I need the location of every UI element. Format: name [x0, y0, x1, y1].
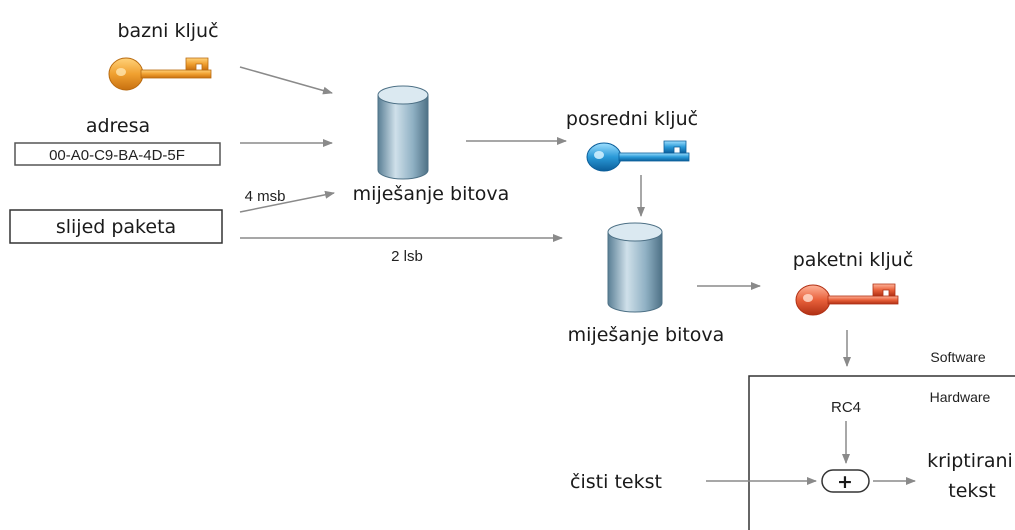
packet-sequence-label: slijed paketa: [56, 216, 176, 238]
xor-operator: [821, 469, 870, 493]
rc4-label: RC4: [831, 399, 861, 416]
packet-sequence-box: [9, 209, 223, 244]
hardware-boundary: [748, 375, 1015, 530]
lsb-label: 2 lsb: [391, 248, 423, 265]
mac-address-value: 00-A0-C9-BA-4D-5F: [49, 147, 185, 164]
hardware-label: Hardware: [930, 389, 991, 405]
packet-key-icon: [795, 283, 899, 316]
mixer-2-cylinder-icon: [607, 222, 663, 313]
intermediate-key-icon: [586, 140, 690, 172]
mixer-2-label: miješanje bitova: [568, 324, 725, 346]
intermediate-key-label: posredni ključ: [566, 108, 698, 130]
ciphertext-label-line2: tekst: [948, 480, 996, 502]
mac-address-box: [14, 142, 221, 166]
mixer-1-cylinder-icon: [377, 85, 429, 180]
plaintext-label: čisti tekst: [570, 471, 662, 493]
xor-symbol: +: [837, 471, 853, 493]
base-key-icon: [108, 57, 212, 91]
packet-key-label: paketni ključ: [793, 249, 914, 271]
base-key-label: bazni ključ: [117, 20, 218, 42]
ciphertext-label-line1: kriptirani: [927, 450, 1013, 472]
software-label: Software: [930, 349, 985, 365]
address-label: adresa: [86, 115, 150, 137]
arrow-base-key-to-mixer: [239, 66, 333, 95]
msb-label: 4 msb: [245, 188, 286, 205]
mixer-1-label: miješanje bitova: [353, 183, 510, 205]
arrow-msb-to-mixer: [239, 190, 335, 213]
